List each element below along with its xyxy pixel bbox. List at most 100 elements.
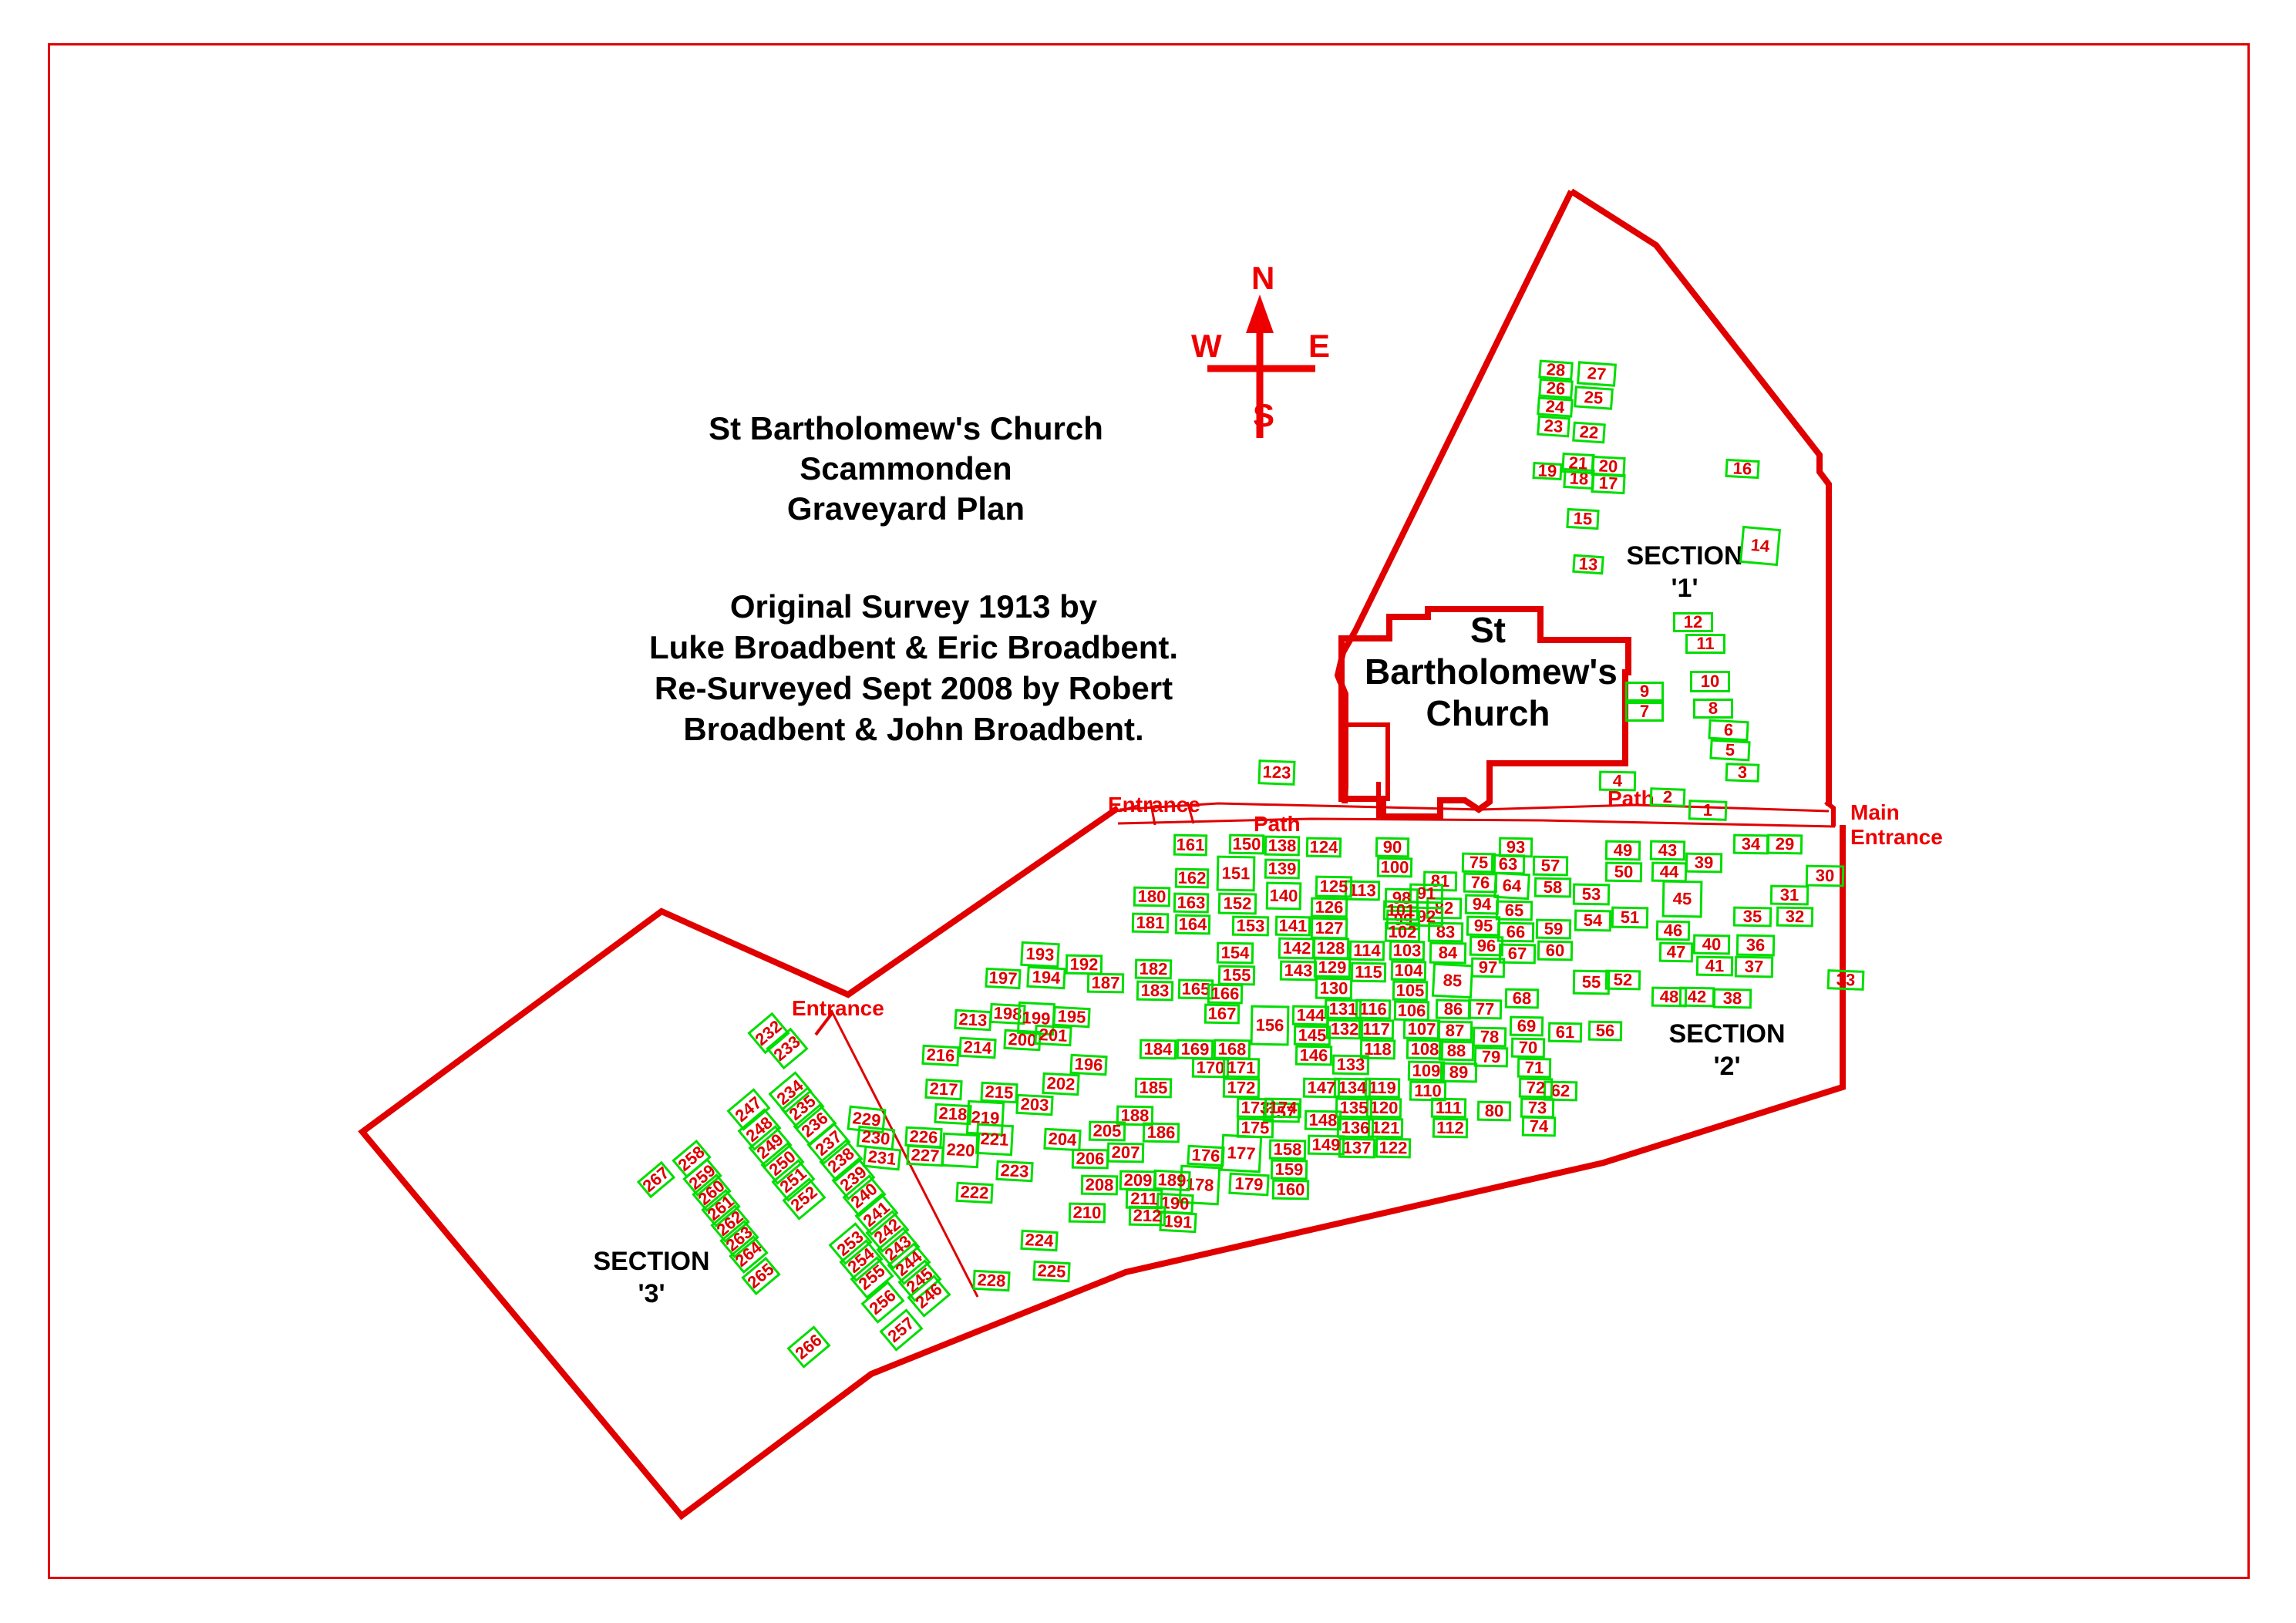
grave-plot[interactable]: 146 bbox=[1294, 1045, 1333, 1066]
grave-plot[interactable]: 166 bbox=[1207, 983, 1244, 1005]
grave-plot[interactable]: 68 bbox=[1504, 988, 1540, 1009]
grave-plot[interactable]: 101 bbox=[1382, 900, 1419, 921]
grave-plot[interactable]: 203 bbox=[1015, 1093, 1054, 1116]
grave-plot[interactable]: 214 bbox=[958, 1036, 997, 1059]
grave-plot[interactable]: 138 bbox=[1264, 835, 1301, 857]
grave-plot[interactable]: 75 bbox=[1461, 852, 1496, 874]
grave-plot[interactable]: 122 bbox=[1375, 1137, 1412, 1159]
grave-plot[interactable]: 87 bbox=[1436, 1020, 1473, 1042]
grave-plot[interactable]: 35 bbox=[1732, 906, 1772, 928]
grave-plot[interactable]: 132 bbox=[1325, 1019, 1364, 1040]
grave-plot[interactable]: 16 bbox=[1725, 458, 1760, 480]
grave-plot[interactable]: 169 bbox=[1176, 1039, 1214, 1060]
grave-plot[interactable]: 182 bbox=[1134, 958, 1173, 980]
grave-plot[interactable]: 209 bbox=[1119, 1170, 1157, 1191]
grave-plot[interactable]: 21 bbox=[1561, 452, 1595, 475]
grave-plot[interactable]: 196 bbox=[1069, 1053, 1108, 1076]
grave-plot[interactable]: 131 bbox=[1324, 998, 1362, 1020]
grave-plot[interactable]: 133 bbox=[1331, 1054, 1370, 1076]
grave-plot[interactable]: 193 bbox=[1020, 941, 1060, 968]
grave-plot[interactable]: 36 bbox=[1735, 934, 1776, 957]
grave-plot[interactable]: 51 bbox=[1611, 906, 1649, 929]
grave-plot[interactable]: 167 bbox=[1204, 1003, 1241, 1025]
grave-plot[interactable]: 41 bbox=[1695, 955, 1734, 977]
grave-plot[interactable]: 31 bbox=[1769, 884, 1810, 906]
grave-plot[interactable]: 126 bbox=[1310, 897, 1348, 918]
grave-plot[interactable]: 142 bbox=[1278, 937, 1316, 960]
grave-plot[interactable]: 58 bbox=[1533, 877, 1572, 898]
grave-plot[interactable]: 192 bbox=[1065, 954, 1103, 975]
grave-plot[interactable]: 152 bbox=[1217, 892, 1257, 915]
grave-plot[interactable]: 153 bbox=[1231, 915, 1270, 937]
grave-plot[interactable]: 151 bbox=[1216, 855, 1256, 892]
grave-plot[interactable]: 197 bbox=[985, 967, 1022, 990]
grave-plot[interactable]: 43 bbox=[1649, 840, 1686, 861]
grave-plot[interactable]: 14 bbox=[1739, 525, 1781, 567]
grave-plot[interactable]: 129 bbox=[1313, 957, 1352, 978]
grave-plot[interactable]: 127 bbox=[1310, 917, 1348, 940]
grave-plot[interactable]: 64 bbox=[1493, 871, 1530, 901]
grave-plot[interactable]: 11 bbox=[1685, 634, 1725, 654]
grave-plot[interactable]: 163 bbox=[1173, 892, 1210, 914]
grave-plot[interactable]: 150 bbox=[1228, 833, 1265, 855]
grave-plot[interactable]: 156 bbox=[1250, 1005, 1290, 1046]
grave-plot[interactable]: 177 bbox=[1220, 1133, 1263, 1173]
grave-plot[interactable]: 77 bbox=[1467, 998, 1503, 1020]
grave-plot[interactable]: 228 bbox=[972, 1269, 1011, 1292]
grave-plot[interactable]: 140 bbox=[1265, 881, 1302, 911]
grave-plot[interactable]: 12 bbox=[1673, 612, 1713, 632]
grave-plot[interactable]: 29 bbox=[1766, 833, 1803, 855]
grave-plot[interactable]: 207 bbox=[1106, 1142, 1145, 1163]
grave-plot[interactable]: 222 bbox=[955, 1181, 994, 1204]
grave-plot[interactable]: 89 bbox=[1439, 1062, 1478, 1083]
grave-plot[interactable]: 195 bbox=[1052, 1005, 1091, 1029]
grave-plot[interactable]: 158 bbox=[1268, 1139, 1307, 1160]
grave-plot[interactable]: 181 bbox=[1131, 912, 1170, 934]
grave-plot[interactable]: 33 bbox=[1826, 969, 1865, 991]
grave-plot[interactable]: 109 bbox=[1407, 1060, 1446, 1082]
grave-plot[interactable]: 124 bbox=[1305, 837, 1342, 858]
grave-plot[interactable]: 49 bbox=[1604, 840, 1641, 861]
grave-plot[interactable]: 130 bbox=[1315, 977, 1353, 1000]
grave-plot[interactable]: 112 bbox=[1432, 1117, 1469, 1139]
grave-plot[interactable]: 95 bbox=[1466, 915, 1501, 937]
grave-plot[interactable]: 80 bbox=[1476, 1100, 1512, 1122]
grave-plot[interactable]: 123 bbox=[1257, 759, 1296, 786]
grave-plot[interactable]: 50 bbox=[1604, 861, 1643, 883]
grave-plot[interactable]: 224 bbox=[1020, 1229, 1059, 1252]
grave-plot[interactable]: 52 bbox=[1604, 969, 1641, 991]
grave-plot[interactable]: 154 bbox=[1216, 941, 1254, 965]
grave-plot[interactable]: 217 bbox=[924, 1078, 963, 1101]
grave-plot[interactable]: 86 bbox=[1435, 998, 1472, 1020]
grave-plot[interactable]: 37 bbox=[1734, 955, 1774, 978]
grave-plot[interactable]: 72 bbox=[1518, 1077, 1554, 1099]
grave-plot[interactable]: 61 bbox=[1547, 1022, 1583, 1043]
grave-plot[interactable]: 84 bbox=[1429, 941, 1467, 965]
grave-plot[interactable]: 47 bbox=[1658, 941, 1694, 963]
grave-plot[interactable]: 216 bbox=[921, 1044, 960, 1067]
grave-plot[interactable]: 4 bbox=[1598, 770, 1637, 792]
grave-plot[interactable]: 194 bbox=[1026, 965, 1066, 990]
grave-plot[interactable]: 38 bbox=[1712, 988, 1752, 1009]
grave-plot[interactable]: 1 bbox=[1688, 800, 1728, 821]
grave-plot[interactable]: 148 bbox=[1304, 1109, 1342, 1131]
grave-plot[interactable]: 26 bbox=[1538, 378, 1574, 399]
grave-plot[interactable]: 97 bbox=[1470, 957, 1506, 978]
grave-plot[interactable]: 210 bbox=[1068, 1202, 1106, 1224]
grave-plot[interactable]: 20 bbox=[1591, 455, 1626, 478]
grave-plot[interactable]: 9 bbox=[1625, 682, 1664, 702]
grave-plot[interactable]: 24 bbox=[1537, 396, 1574, 418]
grave-plot[interactable]: 69 bbox=[1509, 1015, 1544, 1037]
grave-plot[interactable]: 223 bbox=[995, 1160, 1034, 1183]
grave-plot[interactable]: 227 bbox=[906, 1144, 944, 1167]
grave-plot[interactable]: 171 bbox=[1222, 1057, 1261, 1079]
grave-plot[interactable]: 71 bbox=[1517, 1057, 1552, 1079]
grave-plot[interactable]: 231 bbox=[862, 1145, 902, 1171]
grave-plot[interactable]: 13 bbox=[1572, 554, 1604, 575]
grave-plot[interactable]: 184 bbox=[1139, 1039, 1177, 1060]
grave-plot[interactable]: 220 bbox=[941, 1132, 981, 1169]
grave-plot[interactable]: 213 bbox=[954, 1008, 992, 1032]
grave-plot[interactable]: 128 bbox=[1311, 937, 1350, 960]
grave-plot[interactable]: 160 bbox=[1271, 1179, 1310, 1200]
grave-plot[interactable]: 141 bbox=[1274, 915, 1311, 937]
